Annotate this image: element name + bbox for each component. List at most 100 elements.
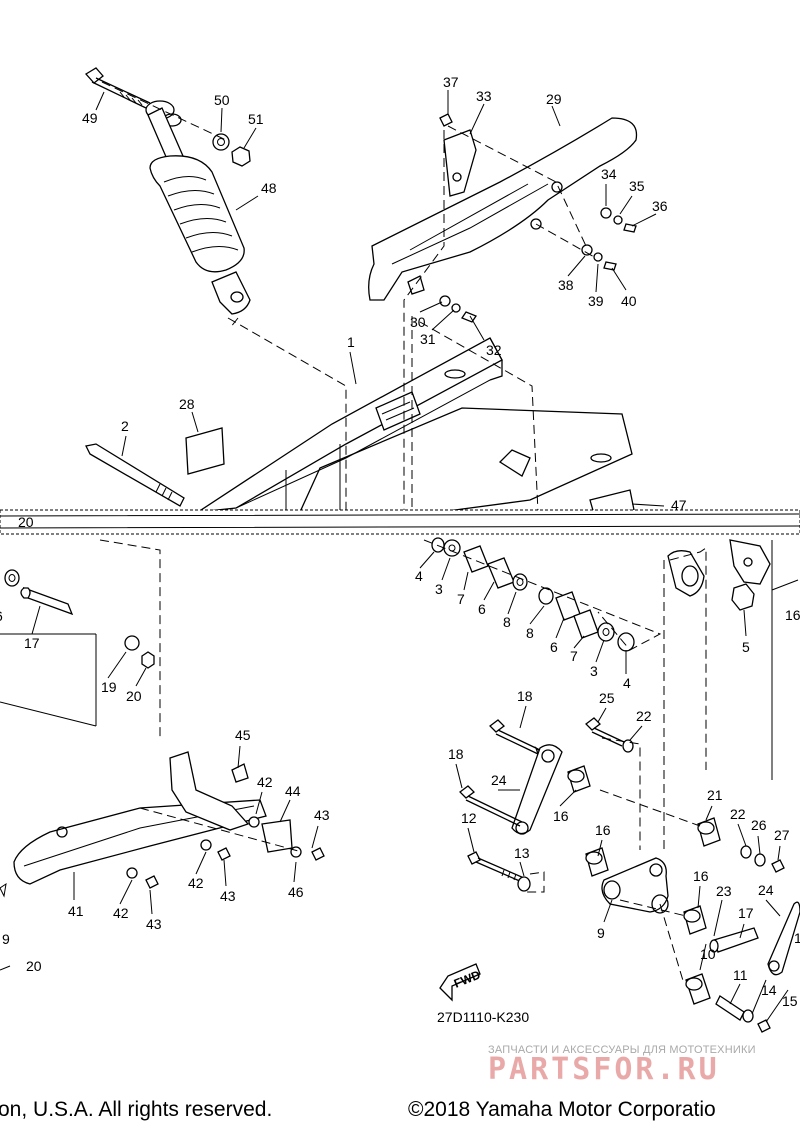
leader-line xyxy=(559,789,577,807)
leader-line xyxy=(595,263,599,293)
leader-line xyxy=(597,707,607,723)
leader-line xyxy=(507,591,517,615)
collar-11 xyxy=(715,995,745,1021)
bushing-16-left xyxy=(4,569,20,587)
part-label-35: 35 xyxy=(629,178,645,194)
relay-arm-9 xyxy=(601,857,669,914)
part-label-16c: 16 xyxy=(595,822,611,838)
part-label-33: 33 xyxy=(476,88,492,104)
part-label-18b: 18 xyxy=(448,746,464,762)
leader-line xyxy=(419,551,435,569)
part-label-18a: 18 xyxy=(517,688,533,704)
part-label-6a: 6 xyxy=(478,601,486,617)
leader-line xyxy=(135,667,147,687)
bolt-25 xyxy=(585,717,625,747)
part-label-11: 11 xyxy=(733,967,748,983)
forward-direction-arrow: FWD xyxy=(439,963,483,1002)
part-label-44: 44 xyxy=(285,783,301,799)
shock-bolt-49 xyxy=(84,67,151,109)
part-label-38: 38 xyxy=(558,277,574,293)
leader-line xyxy=(469,315,485,341)
part-label-20c: 20 xyxy=(26,958,42,974)
part-label-43a: 43 xyxy=(314,807,330,823)
part-label-34: 34 xyxy=(601,166,617,182)
leader-line xyxy=(611,267,627,291)
part-label-6b: 6 xyxy=(550,639,558,655)
part-label-24a: 24 xyxy=(491,772,507,788)
leader-line xyxy=(551,105,561,127)
part-label-31: 31 xyxy=(420,331,436,347)
leader-line xyxy=(529,605,545,625)
part-label-1: 1 xyxy=(347,334,355,350)
part-label-16d: 16 xyxy=(693,868,709,884)
part-label-42a: 42 xyxy=(257,774,273,790)
part-label-16a: 16 xyxy=(785,607,800,623)
leader-line xyxy=(223,859,227,887)
part-label-32: 32 xyxy=(486,342,502,358)
part-label-27: 27 xyxy=(774,827,790,843)
bracket-33 xyxy=(443,129,477,197)
part-label-28: 28 xyxy=(179,396,195,412)
leader-line xyxy=(463,571,469,591)
watermark: ЗАПЧАСТИ И АКСЕССУАРЫ ДЛЯ МОТОТЕХНИКИ PA… xyxy=(488,1044,800,1090)
leader-line xyxy=(713,899,723,937)
leader-line xyxy=(757,835,761,855)
leader-line xyxy=(95,91,105,111)
leader-line xyxy=(195,851,207,875)
leader-line xyxy=(483,581,495,601)
leader-line xyxy=(519,705,527,729)
leader-line xyxy=(467,827,475,853)
leader-line xyxy=(243,127,257,149)
part-label-10: 10 xyxy=(700,946,716,962)
nut-51 xyxy=(231,146,251,167)
bushing-16-link xyxy=(567,765,591,793)
leader-line xyxy=(469,103,485,135)
part-label-42b: 42 xyxy=(188,875,204,891)
leader-line xyxy=(697,885,701,909)
part-label-20a: 20 xyxy=(18,514,34,530)
leader-line xyxy=(279,799,291,823)
part-label-3b: 3 xyxy=(590,663,598,679)
part-label-22a: 22 xyxy=(636,708,652,724)
fasteners-lower-left xyxy=(126,816,325,889)
leader-line xyxy=(441,557,451,581)
part-label-43b: 43 xyxy=(220,888,236,904)
part-label-20b: 20 xyxy=(126,688,142,704)
part-label-14: 14 xyxy=(761,982,777,998)
part-label-4b: 4 xyxy=(623,675,631,691)
fwd-label: FWD xyxy=(452,967,483,990)
leader-line xyxy=(31,605,41,635)
part-label-21: 21 xyxy=(707,787,723,803)
leader-line xyxy=(455,763,463,789)
leader-line xyxy=(235,195,259,211)
leader-line xyxy=(567,255,586,277)
leader-line xyxy=(705,805,713,821)
part-label-47: 47 xyxy=(671,497,687,513)
leader-line xyxy=(220,107,223,133)
part-label-30: 30 xyxy=(410,314,426,330)
part-label-16b: 16 xyxy=(553,808,569,824)
leader-line xyxy=(751,979,767,1015)
part-label-46: 46 xyxy=(288,884,304,900)
collar-17-right xyxy=(709,927,759,953)
leader-line xyxy=(573,635,585,649)
connecting-rod-24 xyxy=(511,744,563,835)
part-label-4a: 4 xyxy=(415,568,423,584)
cover-44 xyxy=(261,819,293,853)
part-label-9b: 9 xyxy=(597,925,605,941)
part-label-15: 15 xyxy=(782,993,798,1009)
leader-line xyxy=(419,301,443,313)
rear-shock-absorber-48 xyxy=(145,100,251,315)
leader-line xyxy=(255,791,263,815)
leader-line xyxy=(631,503,665,507)
part-label-48: 48 xyxy=(261,180,277,196)
part-label-1b: 1 xyxy=(794,930,800,946)
chain-guard-29 xyxy=(368,117,638,301)
connecting-rod-24-right xyxy=(767,901,800,976)
leader-line xyxy=(349,351,357,385)
nut-20 xyxy=(141,651,155,669)
part-label-45: 45 xyxy=(235,727,251,743)
leader-line xyxy=(739,923,745,939)
part-label-7b: 7 xyxy=(570,648,578,664)
